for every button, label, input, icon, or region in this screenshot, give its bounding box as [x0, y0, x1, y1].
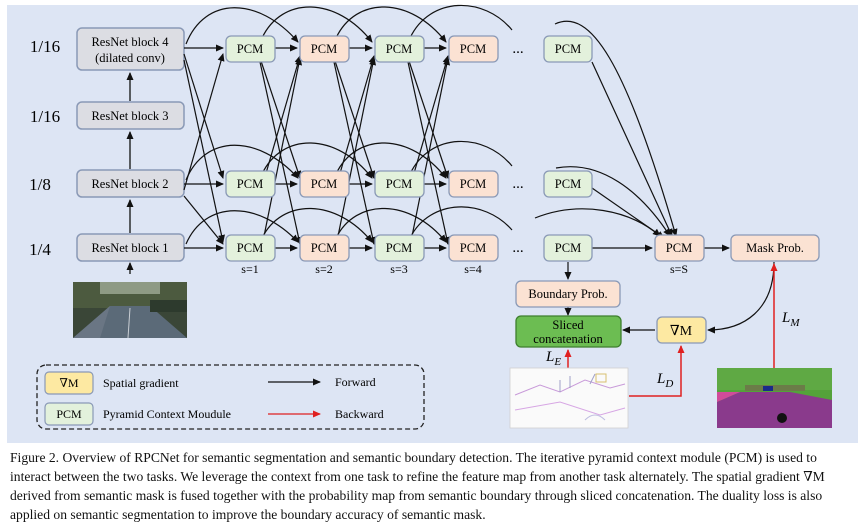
pcm-box — [448, 234, 499, 262]
step-labels: s=1 s=2 s=3 s=4 s=S — [241, 262, 688, 276]
pcm-row-1-8: PCM PCM PCM PCM ... PCM — [225, 170, 593, 198]
step-label: s=1 — [241, 262, 258, 276]
pcm-box — [225, 35, 276, 63]
legend-gradient-swatch — [44, 371, 94, 395]
pcm-box — [374, 35, 425, 63]
resnet-block-2-label: ResNet block 2 — [91, 177, 168, 191]
backward-arrows — [564, 263, 778, 397]
legend-gradient-label: Spatial gradient — [103, 376, 179, 390]
pcm-box-final — [654, 234, 705, 262]
pcm-label: PCM — [386, 177, 412, 191]
mask-map-image — [717, 368, 832, 428]
pcm-box — [299, 170, 350, 198]
mask-prob-label: Mask Prob. — [746, 241, 804, 255]
pcm-label: PCM — [460, 42, 486, 56]
step-label: s=3 — [390, 262, 407, 276]
sliced-concatenation-label: Sliced — [552, 318, 584, 332]
spatial-gradient-label: ∇M — [670, 324, 693, 339]
pcm-box — [448, 35, 499, 63]
pcm-box — [543, 234, 593, 262]
pcm-box — [543, 170, 593, 198]
ellipsis: ... — [512, 240, 523, 256]
step-label: s=2 — [315, 262, 332, 276]
resnet-block-4-sublabel: (dilated conv) — [95, 51, 165, 65]
resnet-block-1-label: ResNet block 1 — [91, 241, 168, 255]
figure-panel — [7, 5, 858, 443]
rpcnet-diagram: 1/16 1/16 1/8 1/4 ResNet block 4 (dilate… — [29, 4, 832, 430]
sliced-concatenation-box — [515, 315, 622, 348]
boundary-prob-label: Boundary Prob. — [528, 287, 607, 301]
step-label: s=S — [670, 262, 688, 276]
legend-backward-label: Backward — [335, 407, 384, 421]
pcm-label: PCM — [237, 241, 263, 255]
loss-ld: LD — [656, 371, 673, 390]
legend-pcm-label: Pyramid Context Moudule — [103, 407, 231, 421]
pcm-row-1-16: PCM PCM PCM PCM ... PCM — [225, 35, 593, 63]
scale-label: 1/16 — [30, 37, 60, 56]
pcm-label: PCM — [311, 42, 337, 56]
resnet-block-1: ResNet block 1 — [76, 233, 185, 262]
pcm-box — [299, 35, 350, 63]
pcm-label: PCM — [555, 42, 581, 56]
scale-label: 1/4 — [29, 240, 51, 259]
pcm-row-1-4: PCM PCM PCM PCM ... PCM PCM — [225, 234, 705, 262]
pcm-box — [543, 35, 593, 63]
forward-connections — [183, 4, 775, 334]
pcm-label: PCM — [666, 241, 692, 255]
spatial-gradient-box — [656, 316, 707, 344]
pcm-box — [225, 170, 276, 198]
pcm-label: PCM — [386, 241, 412, 255]
pcm-label: PCM — [386, 42, 412, 56]
pcm-label: PCM — [460, 241, 486, 255]
figure-caption: Figure 2. Overview of RPCNet for semanti… — [10, 450, 825, 522]
step-label: s=4 — [464, 262, 481, 276]
pcm-box — [225, 234, 276, 262]
legend-gradient-symbol: ∇M — [59, 376, 78, 390]
sliced-concatenation-sublabel: concatenation — [533, 332, 603, 346]
mask-prob-box — [730, 234, 820, 262]
resnet-block-4: ResNet block 4 (dilated conv) — [76, 27, 185, 71]
scale-label: 1/16 — [30, 107, 60, 126]
pcm-label: PCM — [555, 241, 581, 255]
pcm-label: PCM — [460, 177, 486, 191]
pcm-box — [448, 170, 499, 198]
pcm-label: PCM — [237, 42, 263, 56]
resnet-block-3: ResNet block 3 — [76, 101, 185, 130]
resnet-block-3-label: ResNet block 3 — [91, 109, 168, 123]
ellipsis: ... — [512, 176, 523, 192]
pcm-box — [374, 234, 425, 262]
pcm-label: PCM — [237, 177, 263, 191]
pcm-label: PCM — [311, 177, 337, 191]
legend-pcm-symbol: PCM — [56, 407, 82, 421]
legend-forward-label: Forward — [335, 375, 376, 389]
ellipsis: ... — [512, 41, 523, 57]
boundary-map-image — [509, 367, 629, 429]
boundary-prob-box — [515, 280, 621, 308]
loss-le: LE — [545, 349, 561, 368]
resnet-block-2: ResNet block 2 — [76, 169, 185, 198]
pcm-label: PCM — [311, 241, 337, 255]
input-photo — [73, 282, 187, 339]
pcm-box — [299, 234, 350, 262]
pcm-box — [374, 170, 425, 198]
scale-label: 1/8 — [29, 175, 51, 194]
resnet-block-4-label: ResNet block 4 — [91, 35, 169, 49]
legend-pcm-swatch — [44, 402, 94, 426]
legend: ∇M Spatial gradient PCM Pyramid Context … — [36, 364, 425, 430]
loss-lm: LM — [781, 310, 800, 329]
pcm-label: PCM — [555, 177, 581, 191]
